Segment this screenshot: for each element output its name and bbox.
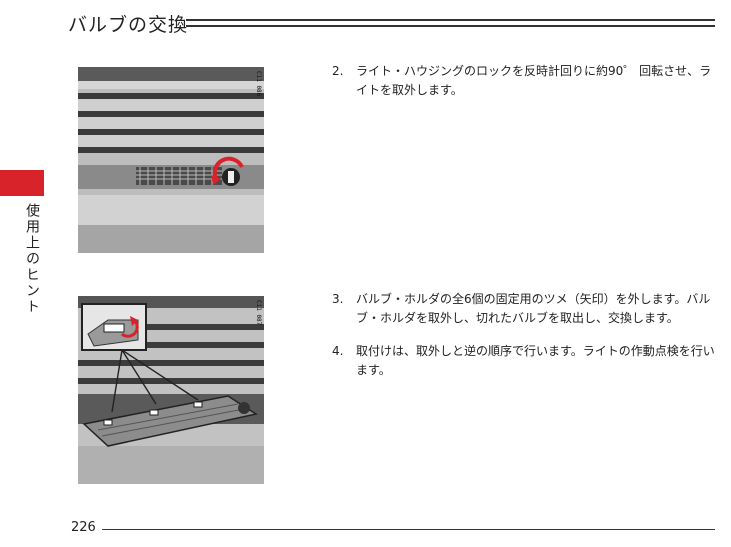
page-title: バルブの交換 — [68, 14, 189, 36]
figure-code: C11 086 — [255, 71, 262, 97]
footer-rule — [102, 529, 715, 530]
bulb-holder-illustration — [78, 296, 264, 484]
step-text: 取付けは、取外しと逆の順序で行います。ライトの作動点検を行います。 — [356, 344, 715, 377]
grille-illustration — [78, 67, 264, 253]
instruction-step-3: 3. バルブ・ホルダの全6個の固定用のツメ（矢印）を外します。バルブ・ホルダを取… — [332, 290, 717, 328]
figure-bulb-holder: C11 087 — [78, 296, 264, 484]
step-number: 2. — [332, 64, 344, 78]
step-text: ライト・ハウジングのロックを反時計回りに約90゜ 回転させ、ライトを取外します。 — [356, 64, 712, 97]
section-tab-marker — [0, 170, 44, 196]
instruction-step-2: 2. ライト・ハウジングのロックを反時計回りに約90゜ 回転させ、ライトを取外し… — [332, 62, 717, 100]
instruction-step-4: 4. 取付けは、取外しと逆の順序で行います。ライトの作動点検を行います。 — [332, 342, 717, 380]
step-number: 4. — [332, 344, 344, 358]
figure-light-housing-lock: C11 086 — [78, 67, 264, 253]
step-text: バルブ・ホルダの全6個の固定用のツメ（矢印）を外します。バルブ・ホルダを取外し、… — [356, 292, 711, 325]
figure-code: C11 087 — [255, 300, 262, 326]
step-number: 3. — [332, 292, 344, 306]
page-number: 226 — [71, 520, 96, 535]
title-rule — [186, 19, 715, 27]
section-label: 使用上のヒント — [24, 203, 40, 315]
